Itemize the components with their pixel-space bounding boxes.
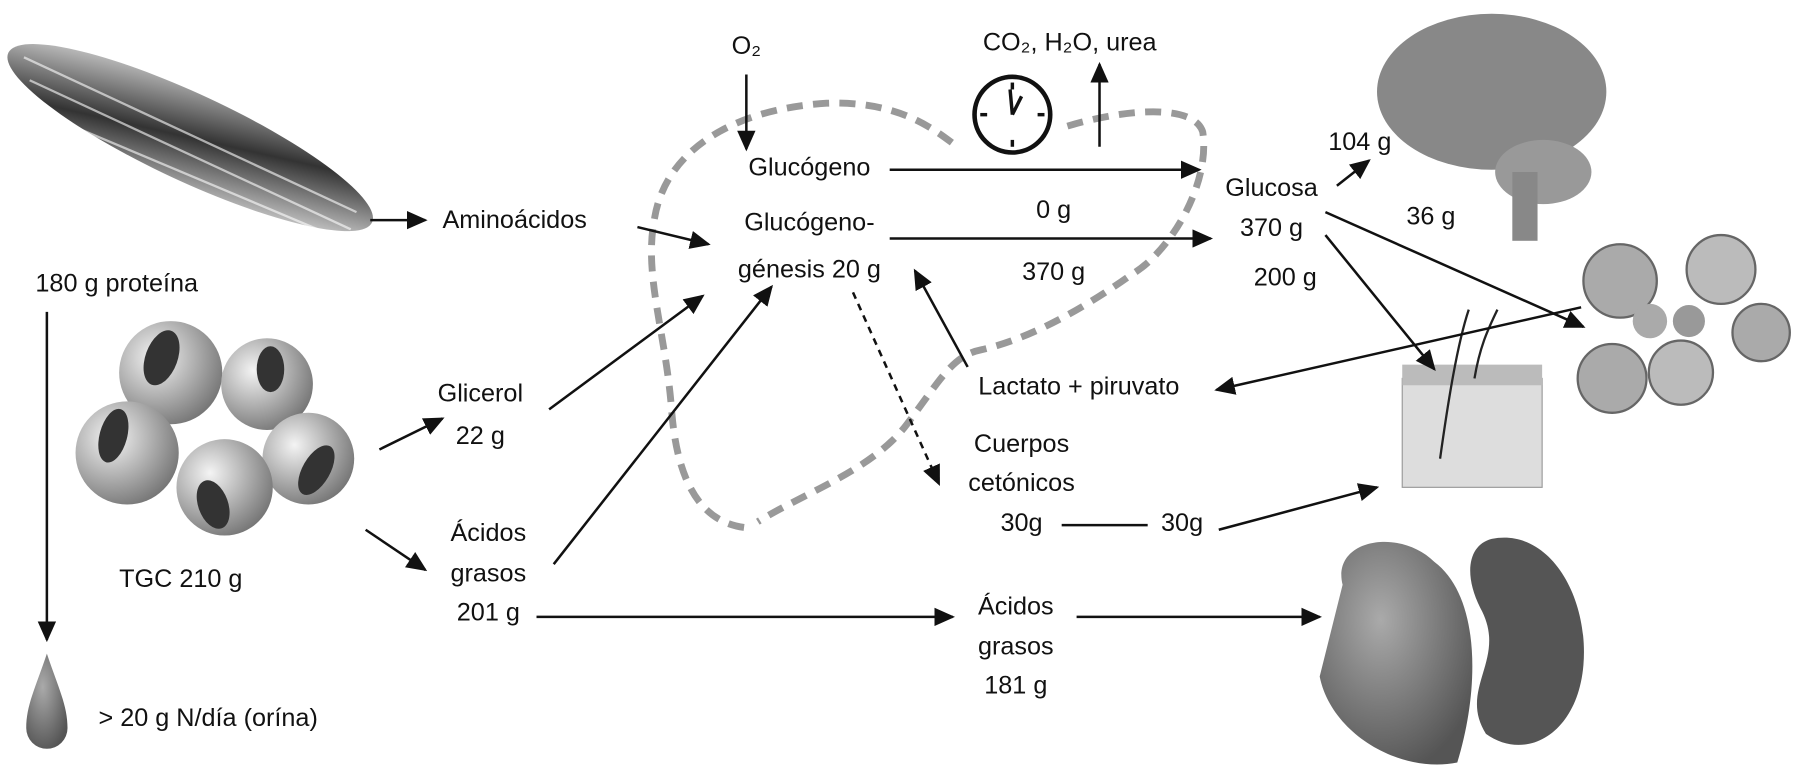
clock-icon	[972, 74, 1053, 155]
brain-104: 104 g	[1328, 128, 1391, 156]
muscle-icon	[7, 44, 374, 242]
urine-label: > 20 g N/día (orína)	[98, 704, 317, 732]
skin-icon	[1401, 309, 1543, 488]
acidos-left-label: Ácidos	[450, 518, 526, 547]
urine-drop-icon	[26, 653, 68, 749]
glucogeno-flow: 0 g	[1036, 196, 1071, 224]
glucogeno-label: Glucógeno	[748, 153, 870, 181]
heart-icon	[1319, 541, 1473, 765]
cetonicos-amount: 30g	[1001, 509, 1043, 537]
aminoacidos-label: Aminoácidos	[442, 206, 586, 234]
cuerpos-label: Cuerpos	[974, 430, 1069, 458]
glucosa-200: 200 g	[1254, 264, 1317, 292]
brain-icon	[1377, 13, 1607, 241]
protein-label: 180 g proteína	[35, 269, 199, 297]
glucosa-label: Glucosa	[1225, 174, 1318, 202]
liver-outline	[648, 99, 1208, 531]
acidos-left-amount: 201 g	[457, 598, 520, 626]
lactato-label: Lactato + piruvato	[978, 372, 1179, 400]
o2-label: O₂	[732, 32, 761, 60]
acidos-mid-amount: 181 g	[984, 672, 1047, 700]
gluconeo-flow: 370 g	[1022, 258, 1085, 286]
acidos-mid-label: Ácidos	[978, 592, 1054, 621]
brain-36: 36 g	[1406, 203, 1455, 231]
glicerol-amount: 22 g	[456, 422, 505, 450]
glucosa-amount: 370 g	[1240, 214, 1303, 242]
grasos-mid-label: grasos	[978, 633, 1054, 661]
glicerol-label: Glicerol	[438, 379, 523, 407]
cetonicos-amount-2: 30g	[1161, 509, 1203, 537]
grasos-left-label: grasos	[450, 559, 526, 587]
fat-cells-icon	[75, 321, 355, 536]
gluconeogenesis-label-1: Glucógeno-	[744, 208, 874, 236]
gluconeogenesis-label-2: génesis 20 g	[738, 255, 881, 283]
tgc-label: TGC 210 g	[119, 565, 242, 593]
kidney-icon	[1470, 537, 1584, 745]
blood-cells-icon	[1576, 233, 1791, 414]
flow-arrows	[37, 61, 1586, 643]
outputs-label: CO₂, H₂O, urea	[983, 28, 1158, 56]
cetonicos-label: cetónicos	[968, 469, 1075, 497]
